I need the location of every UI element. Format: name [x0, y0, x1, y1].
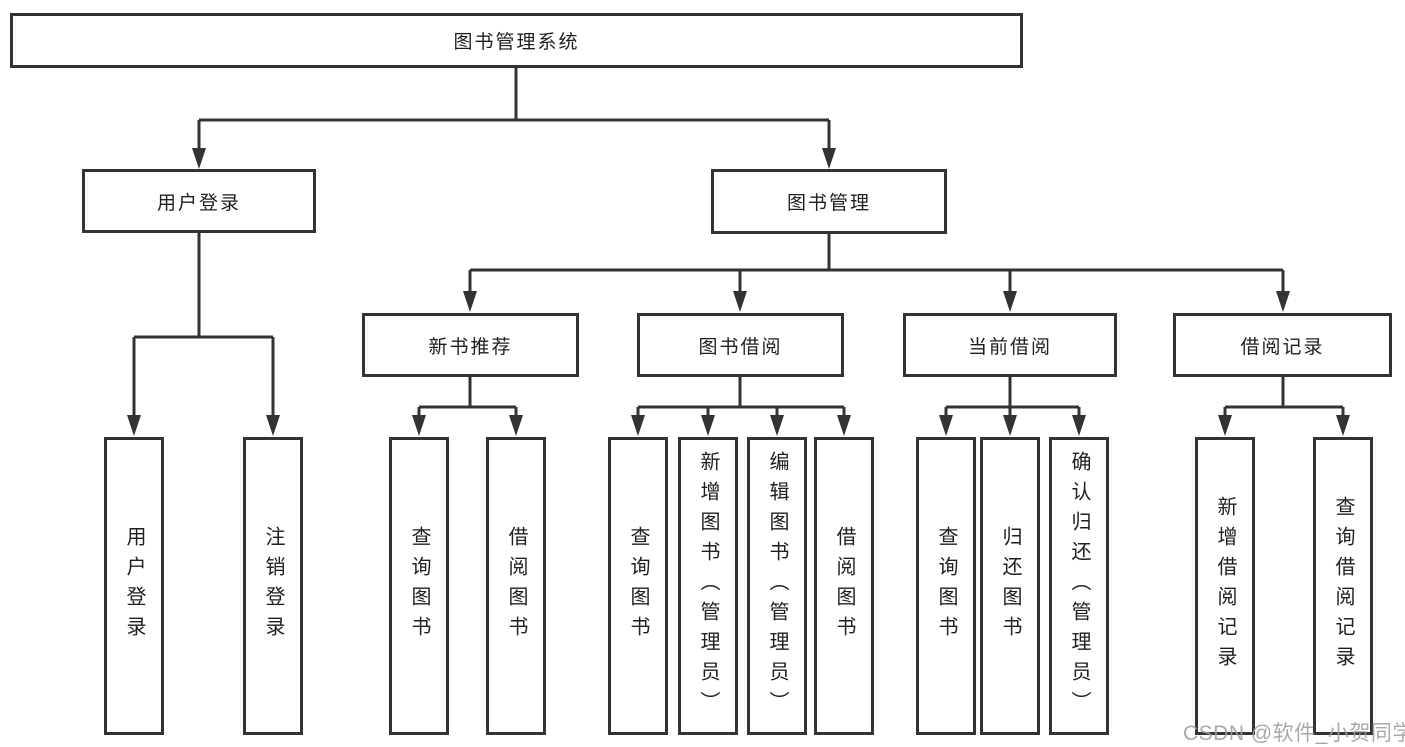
- node-current-borrow: 当前借阅: [903, 313, 1117, 377]
- leaf-query-borrow-record: 查询借阅记录: [1313, 437, 1373, 735]
- leaf-add-books-admin: 新增图书（管理员）: [678, 437, 738, 735]
- leaf-query-books-borrow: 查询图书: [608, 437, 668, 735]
- leaf-add-borrow-record: 新增借阅记录: [1195, 437, 1255, 735]
- node-user-login: 用户登录: [82, 169, 316, 233]
- leaf-return-books: 归还图书: [980, 437, 1040, 735]
- leaf-logout: 注销登录: [243, 437, 303, 735]
- node-borrow-records: 借阅记录: [1173, 313, 1392, 377]
- leaf-confirm-return-admin: 确认归还（管理员）: [1049, 437, 1109, 735]
- node-library-management-system: 图书管理系统: [10, 13, 1023, 68]
- leaf-query-books-current: 查询图书: [916, 437, 976, 735]
- leaf-user-login: 用户登录: [104, 437, 164, 735]
- node-new-book-recommend: 新书推荐: [362, 313, 579, 377]
- node-book-borrow: 图书借阅: [637, 313, 844, 377]
- node-book-management: 图书管理: [711, 169, 947, 234]
- leaf-edit-books-admin: 编辑图书（管理员）: [747, 437, 807, 735]
- csdn-watermark: CSDN @软件_小贺同学: [1183, 722, 1405, 745]
- leaf-borrow-books: 借阅图书: [814, 437, 874, 735]
- leaf-borrow-books-recommend: 借阅图书: [486, 437, 546, 735]
- leaf-query-books-recommend: 查询图书: [389, 437, 449, 735]
